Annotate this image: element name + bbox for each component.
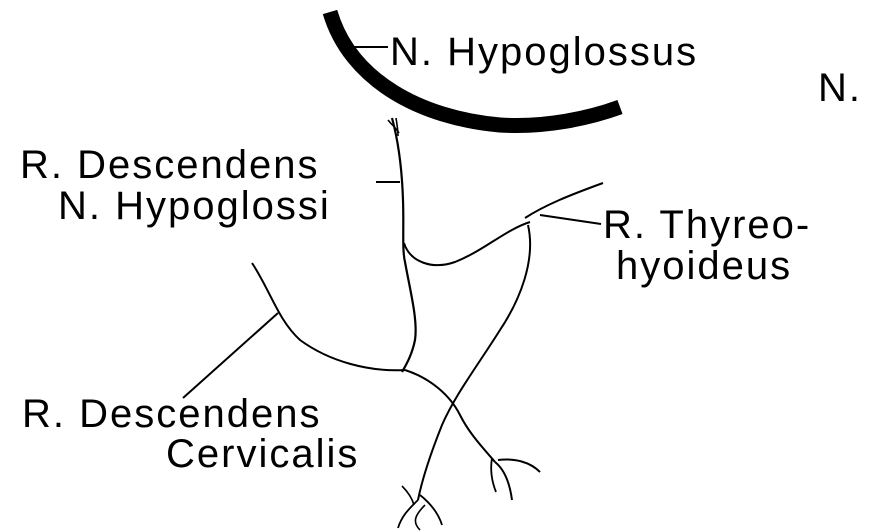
label-r-descendens-n-hypoglossi-line1: R. Descendens — [20, 143, 319, 187]
long-descending-nerve — [418, 225, 530, 500]
label-r-thyreohyoideus-line2: hyoideus — [616, 244, 792, 288]
lower-left-fiber-2 — [420, 495, 442, 525]
label-n-hypoglossus: N. Hypoglossus — [390, 30, 698, 74]
label-r-descendens-n-hypoglossi-line2: N. Hypoglossi — [58, 184, 331, 228]
lower-left-fiber-3 — [415, 505, 425, 530]
label-r-descendens-cervicalis-line2: Cervicalis — [166, 432, 359, 476]
ansa-lower-branch — [405, 370, 495, 462]
label-r-thyreohyoideus-line1: R. Thyreo- — [603, 203, 811, 247]
lower-left-fiber-4 — [402, 486, 414, 505]
leader-descendens-cervicalis — [183, 313, 278, 398]
lower-right-fiber-2 — [498, 460, 540, 473]
thyreohyoid-loop — [404, 222, 530, 265]
thyreohyoid-branch — [525, 183, 603, 218]
label-n-cut-off: N. — [818, 66, 862, 110]
lower-left-fiber-1 — [398, 500, 418, 528]
leader-thyreohyoideus — [540, 215, 601, 224]
lower-right-fiber-1 — [495, 462, 512, 500]
label-r-descendens-cervicalis-line1: R. Descendens — [22, 392, 321, 436]
